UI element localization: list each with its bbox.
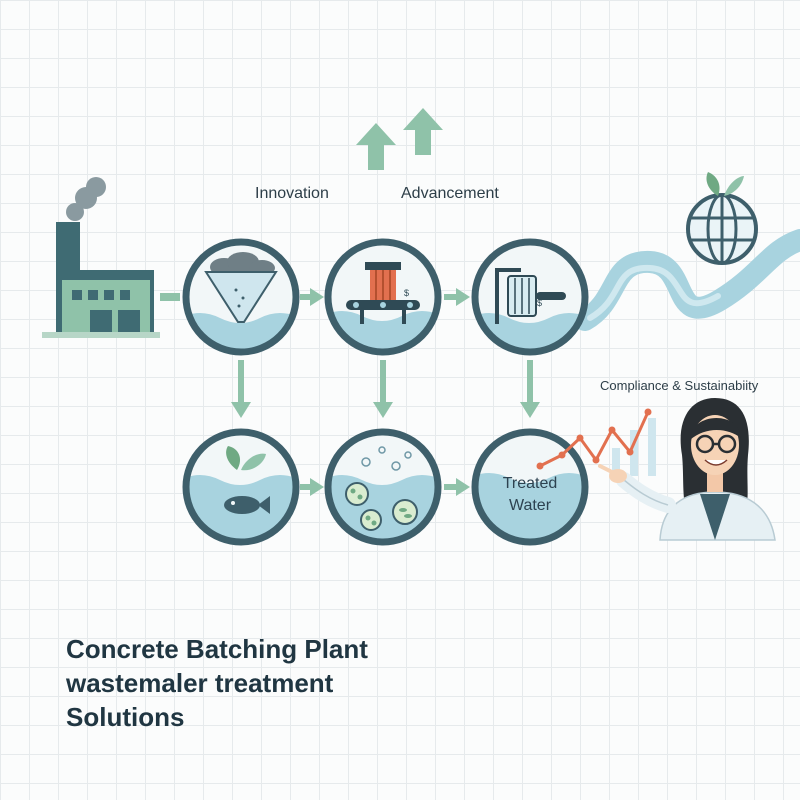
page-title-line1: Concrete Batching Plant bbox=[66, 634, 368, 664]
step-circle-filter-press: $ bbox=[324, 238, 442, 356]
innovation-label: Innovation bbox=[255, 185, 329, 202]
arrow-up-icon bbox=[356, 123, 396, 170]
treated-water-label-line2: Water bbox=[508, 497, 552, 514]
filtration-unit-icon: $ bbox=[495, 268, 566, 324]
step-circle-sedimentation bbox=[182, 238, 300, 356]
factory-icon bbox=[42, 177, 160, 338]
arrow-right-icon bbox=[444, 478, 470, 496]
arrow-down-icon bbox=[373, 360, 393, 418]
flow-arrows bbox=[160, 288, 540, 496]
arrow-right-icon bbox=[300, 478, 324, 496]
compliance-label: Compliance & Sustainabiity bbox=[600, 378, 759, 393]
step-circle-filtration: $ bbox=[471, 238, 589, 356]
page-title-line2: wastemaler treatment bbox=[66, 668, 334, 698]
fish-icon bbox=[224, 496, 270, 514]
page-title-line3: Solutions bbox=[66, 702, 185, 732]
water-stream bbox=[574, 229, 800, 331]
advancement-label: Advancement bbox=[401, 185, 499, 202]
arrow-down-icon bbox=[231, 360, 251, 418]
bubbles-icon bbox=[361, 446, 412, 471]
svg-text:$: $ bbox=[404, 288, 409, 298]
step-circle-treated-water bbox=[471, 428, 589, 546]
page-title: Concrete Batching Plant wastemaler treat… bbox=[66, 632, 368, 734]
leaf-icon bbox=[706, 172, 744, 196]
scientist-icon bbox=[598, 398, 776, 541]
step-circle-biological bbox=[324, 428, 442, 546]
step-circle-ecosystem bbox=[182, 428, 300, 546]
smoke-icon bbox=[66, 177, 106, 221]
sediment-tank-icon bbox=[204, 252, 278, 323]
microbe-icon bbox=[345, 482, 418, 531]
arrow-up-icon bbox=[403, 108, 443, 155]
svg-text:$: $ bbox=[537, 298, 542, 308]
treated-water-label: Treated Water bbox=[480, 473, 580, 517]
treated-water-label-line1: Treated bbox=[502, 475, 558, 492]
globe-icon bbox=[686, 172, 758, 265]
arrow-right-icon bbox=[444, 288, 470, 306]
press-filter-icon: $ bbox=[346, 262, 420, 324]
leaf-icon bbox=[226, 446, 266, 471]
arrow-right-icon bbox=[300, 288, 324, 306]
line-chart-icon bbox=[536, 408, 656, 476]
arrow-down-icon bbox=[520, 360, 540, 418]
